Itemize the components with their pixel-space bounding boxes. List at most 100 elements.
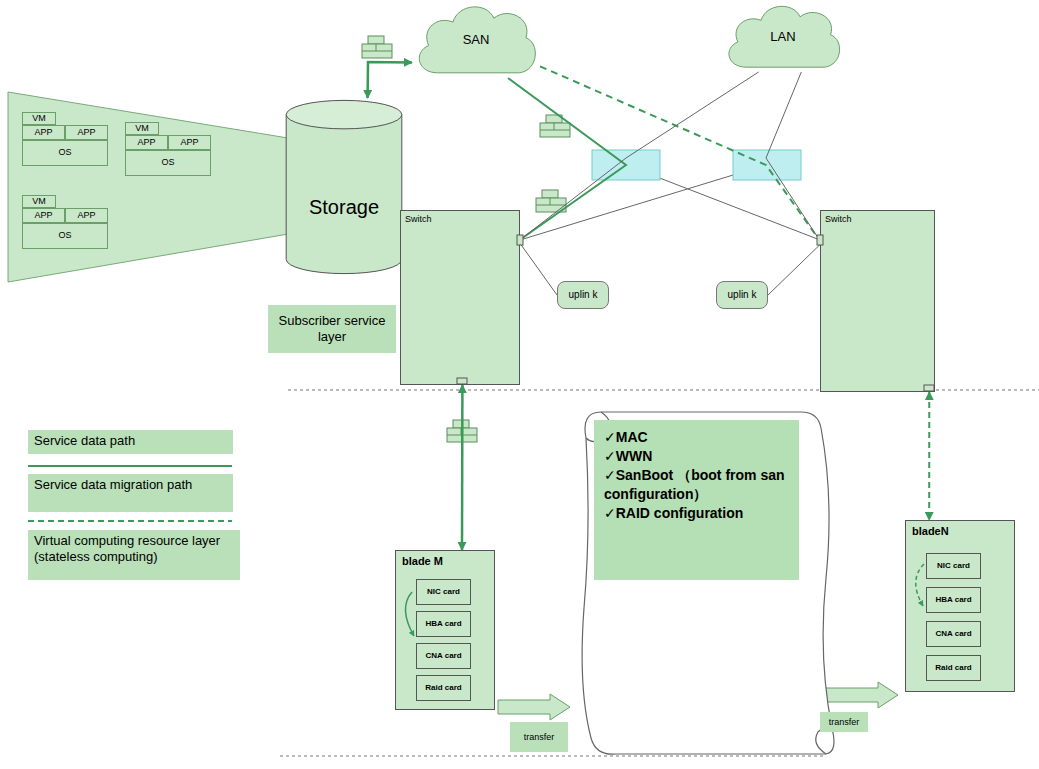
legend-text: Virtual computing resource layer (statel… (34, 533, 220, 564)
app-box: APP (22, 208, 65, 223)
packet-icon (536, 190, 566, 212)
node-text: Raid card (935, 664, 971, 673)
text-group: Subscriber service layer (274, 313, 390, 344)
node-text: blade M (402, 555, 488, 567)
node-text: VM (135, 124, 149, 134)
os-box: OS (125, 150, 211, 176)
data-path (368, 62, 412, 98)
text-group: VM (32, 114, 46, 124)
legend-text: Service data migration path (34, 477, 192, 492)
transfer-arrow (498, 694, 570, 720)
node-text: LAN (770, 29, 795, 44)
legend-item: Virtual computing resource layer (statel… (28, 530, 240, 580)
node-text: Switch (405, 214, 515, 224)
node-text: uplin k (728, 289, 757, 301)
text-group: Raid card (425, 684, 461, 693)
node-text: NIC card (427, 588, 460, 597)
switch-box: Switch (400, 210, 520, 385)
node-text: CNA card (935, 630, 971, 639)
text-group: APP (180, 138, 198, 148)
text-group: APP (77, 211, 95, 221)
node-text: ✓SanBoot （boot from san configuration） (604, 466, 789, 504)
node-text: HBA card (935, 596, 971, 605)
data-path (508, 78, 626, 240)
transfer-arrow (825, 682, 898, 708)
text-group: uplin k (728, 289, 757, 301)
node-text: OS (161, 158, 174, 168)
node-text: SAN (463, 32, 490, 47)
cylinder-shape (285, 98, 403, 276)
legend-item: Service data path (28, 430, 233, 454)
text-group: OS (58, 231, 71, 241)
storage-cylinder: Storage (285, 98, 403, 276)
card-slot: NIC card (926, 553, 981, 579)
text-group: VM (135, 124, 149, 134)
text-group: NIC card (937, 562, 970, 571)
text-group: APP (77, 128, 95, 138)
vm-box: VM (22, 112, 56, 125)
switch-port (817, 235, 823, 245)
text-group: bladeN (912, 525, 1008, 537)
text-group: HBA card (935, 596, 971, 605)
internal-path (916, 564, 924, 606)
text-group: Raid card (935, 664, 971, 673)
text-group: Switch (405, 214, 515, 224)
text-group: CNA card (425, 652, 461, 661)
switch-port (517, 235, 523, 245)
legend-line-sample (28, 520, 232, 522)
os-box: OS (22, 140, 108, 166)
text-group: CNA card (935, 630, 971, 639)
node-text: VM (32, 197, 46, 207)
node-text: APP (34, 211, 52, 221)
node-text: bladeN (912, 525, 1008, 537)
app-box: APP (22, 125, 65, 140)
text-group: blade M (402, 555, 488, 567)
node-text: OS (58, 231, 71, 241)
node-text: OS (58, 148, 71, 158)
migration-path (928, 392, 930, 520)
transfer-label: transfer (510, 722, 568, 752)
layer-divider (280, 756, 825, 757)
node-text: transfer (829, 717, 860, 727)
text-group: HBA card (425, 620, 461, 629)
switch-box: Switch (820, 210, 935, 392)
callout-leader (768, 245, 820, 295)
uplink-callout: uplin k (716, 281, 768, 309)
internal-path (405, 592, 414, 636)
node-text: APP (77, 211, 95, 221)
vm-box: VM (125, 122, 159, 135)
text-group: SAN (463, 32, 490, 47)
config-scroll: ✓MAC✓WWN✓SanBoot （boot from san configur… (556, 408, 841, 760)
node-text: uplin k (569, 289, 598, 301)
text-group: Storage (309, 156, 379, 219)
node-text: ✓MAC (604, 428, 789, 447)
legend-line-sample (28, 465, 232, 467)
text-group: ✓MAC✓WWN✓SanBoot （boot from san configur… (594, 420, 799, 580)
app-box: APP (65, 208, 108, 223)
switch-port (924, 385, 934, 391)
text-group: OS (161, 158, 174, 168)
card-slot: CNA card (926, 621, 981, 647)
layer-label: Subscriber service layer (268, 305, 396, 353)
text-group: transfer (524, 732, 555, 742)
app-box: APP (125, 135, 168, 150)
switch-port (457, 378, 467, 384)
text-group: Switch (825, 214, 930, 224)
vm-funnel (8, 92, 300, 282)
text-group: transfer (829, 717, 860, 727)
uplink-callout: uplin k (557, 281, 609, 309)
transfer-label: transfer (820, 712, 868, 732)
node-text: APP (77, 128, 95, 138)
card-slot: HBA card (416, 611, 471, 637)
blade-server: bladeN NIC cardHBA cardCNA cardRaid card (905, 520, 1015, 692)
node-text: ✓WWN (604, 447, 789, 466)
node-text: Switch (825, 214, 930, 224)
card-slot: NIC card (416, 579, 471, 605)
os-box: OS (22, 223, 108, 249)
packet-icon (540, 115, 570, 137)
card-slot: CNA card (416, 643, 471, 669)
node-text: Subscriber service layer (274, 313, 390, 344)
text-group: NIC card (427, 588, 460, 597)
text-group: APP (34, 128, 52, 138)
app-box: APP (168, 135, 211, 150)
